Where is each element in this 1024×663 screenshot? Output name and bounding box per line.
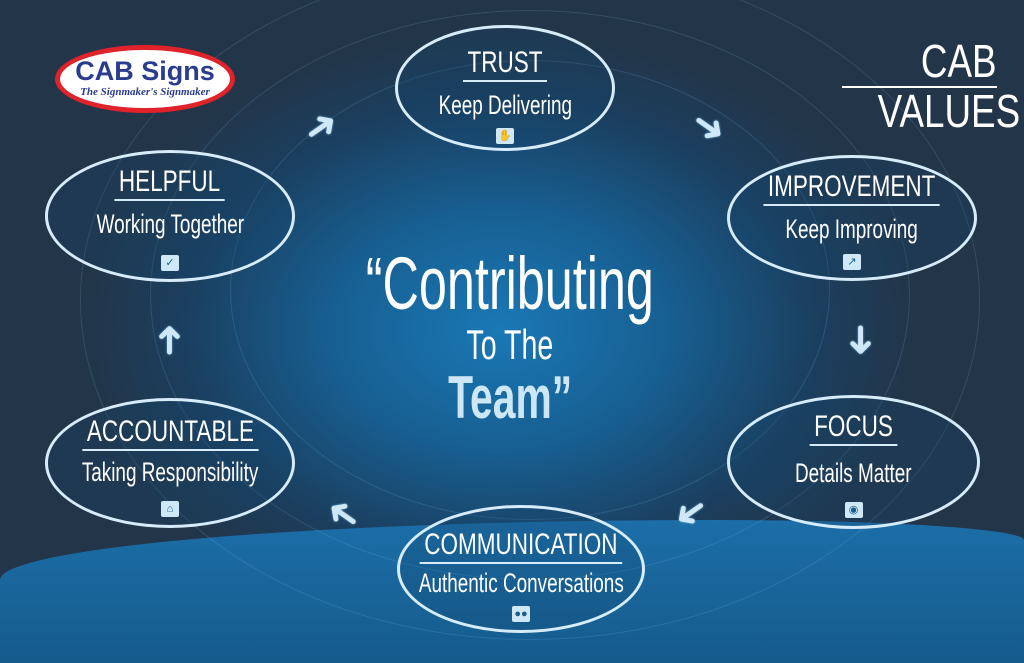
logo-tagline: The Signmaker's Signmaker — [80, 86, 210, 98]
slogan-line1: “Contributing — [365, 242, 655, 325]
value-title: ACCOUNTABLE — [81, 415, 259, 451]
center-slogan: “Contributing To The Team” — [290, 245, 730, 429]
value-title: FOCUS — [809, 410, 898, 446]
cab-values-heading: CAB VALUES — [842, 35, 1020, 134]
value-communication: COMMUNICATION Authentic Conversations ●● — [397, 505, 645, 633]
eye-icon: ◉ — [844, 502, 863, 518]
value-helpful: HELPFUL Working Together ✓ — [45, 150, 295, 282]
value-accountable: ACCOUNTABLE Taking Responsibility ⌂ — [45, 398, 295, 528]
value-title: COMMUNICATION — [419, 528, 623, 564]
value-subtitle: Keep Improving — [785, 214, 919, 244]
value-focus: FOCUS Details Matter ◉ — [727, 395, 980, 529]
shop-icon: ⌂ — [161, 501, 179, 517]
value-subtitle: Keep Delivering — [438, 90, 572, 120]
heading-line1: CAB — [921, 35, 997, 87]
value-title: HELPFUL — [114, 165, 226, 201]
growth-chart-icon: ↗ — [843, 254, 861, 270]
value-title: TRUST — [463, 46, 547, 82]
value-subtitle: Authentic Conversations — [418, 568, 624, 598]
slogan-line3: Team” — [448, 364, 572, 431]
value-subtitle: Working Together — [96, 209, 244, 239]
people-icon: ●● — [512, 606, 530, 622]
handshake-icon: ✋ — [496, 128, 514, 144]
value-improvement: IMPROVEMENT Keep Improving ↗ — [727, 155, 977, 281]
heading-line2: VALUES — [877, 85, 1021, 137]
value-subtitle: Taking Responsibility — [81, 457, 259, 487]
logo-name: CAB Signs — [75, 56, 215, 86]
arrow-up-icon: ➜ — [147, 323, 191, 357]
value-title: IMPROVEMENT — [763, 170, 941, 206]
arrow-down-icon: ➜ — [839, 323, 883, 357]
slogan-line2: To The — [466, 321, 554, 368]
cab-signs-logo: CAB Signs The Signmaker's Signmaker — [55, 45, 235, 113]
value-trust: TRUST Keep Delivering ✋ — [395, 25, 615, 151]
thumbs-up-icon: ✓ — [161, 255, 179, 271]
value-subtitle: Details Matter — [795, 458, 912, 488]
